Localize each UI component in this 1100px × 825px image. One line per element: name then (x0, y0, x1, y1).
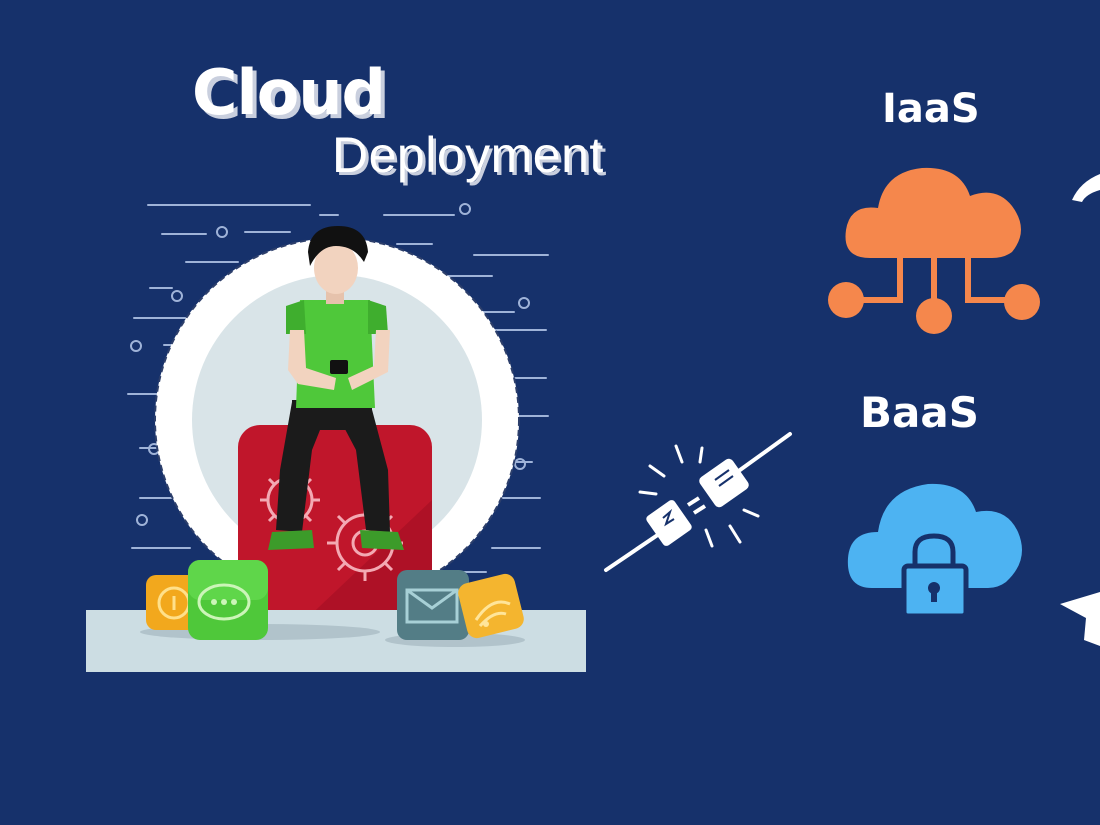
title-line-2: Deployment (332, 127, 604, 183)
wifi-tile-icon (458, 573, 524, 639)
app-tiles (140, 560, 525, 647)
locked-cloud-icon (847, 483, 1022, 619)
baas-label: BaaS (860, 388, 979, 437)
arrow-icon (1060, 174, 1100, 646)
network-cloud-icon (828, 167, 1040, 334)
title-line-1: Cloud (192, 56, 386, 129)
mail-tile-icon (397, 570, 469, 640)
chat-tile-icon (188, 560, 268, 640)
person (268, 226, 404, 550)
plug-icon (604, 432, 792, 572)
iaas-label: IaaS (882, 86, 980, 132)
